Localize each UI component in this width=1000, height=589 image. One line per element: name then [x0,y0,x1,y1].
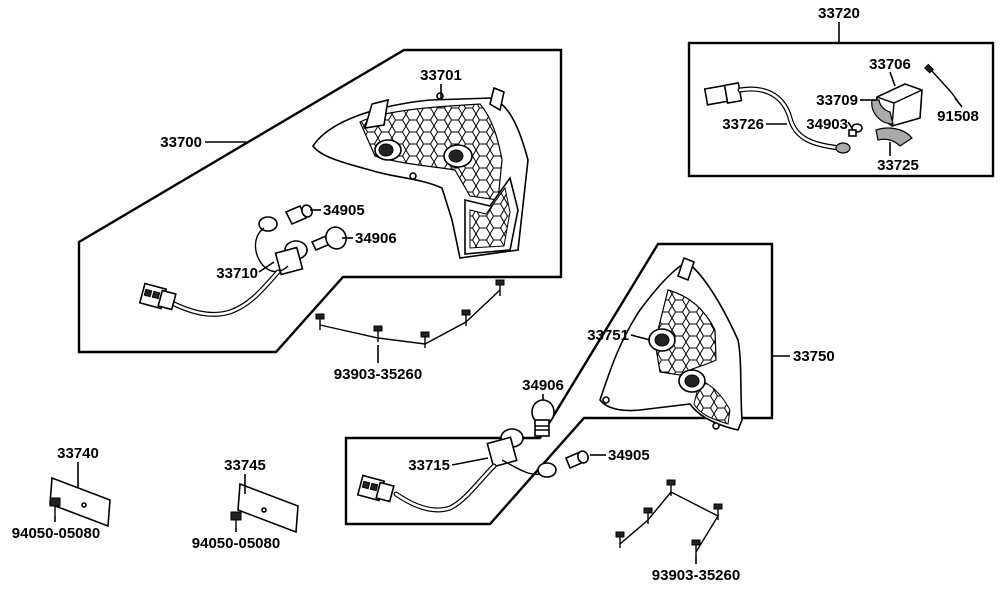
license-light-assembly-group [687,22,995,178]
leader-91508 [954,97,963,108]
label-33750: 33750 [793,348,835,365]
bulb-34905-top [284,204,313,226]
reflector-hole-right [261,507,267,513]
screws-93903-bottom-group [615,479,723,564]
label-91508: 91508 [937,108,979,125]
screw-91508 [924,63,952,93]
label-33740: 33740 [57,445,99,462]
screw-bottom-4 [713,503,723,520]
screw-bottom-5 [691,539,701,556]
leader-33706 [889,71,896,87]
label-93903-bottom: 93903-35260 [652,567,740,584]
right-turn-signal-frame [344,242,774,526]
label-34906-bottom: 34906 [522,377,564,394]
reflector-33745 [237,482,299,534]
screw-top-1 [315,313,325,330]
leader-33715 [451,457,489,466]
socket-harness-33715 [356,428,557,513]
screw-bottom-1 [666,479,676,496]
reflector-hole-left [81,502,87,508]
label-33715: 33715 [408,457,450,474]
label-94050-right: 94050-05080 [192,535,280,552]
label-34903: 34903 [806,116,848,133]
label-93903-top: 93903-35260 [334,366,422,383]
label-33700: 33700 [160,134,202,151]
right-lens-housing-33751 [599,256,743,431]
screw-top-4 [461,309,471,326]
label-33745: 33745 [224,457,266,474]
leader-33710 [258,261,275,273]
screw-top-2 [373,325,383,342]
screw-94050-left [49,497,61,516]
leader-34903 [847,121,853,129]
label-34906-top: 34906 [355,230,397,247]
part-number-labels: 33720 33706 33709 33726 34903 91508 3372… [12,5,979,584]
reflector-33740-group [49,462,111,528]
lamp-housing-33706 [871,83,923,127]
reflector-33740 [49,476,111,528]
label-94050-left: 94050-05080 [12,525,100,542]
left-turn-signal-frame [77,48,563,354]
label-34905-top: 34905 [323,202,365,219]
screw-bottom-3 [615,531,625,548]
bulb-34906-bottom [531,399,555,437]
screw-bottom-2 [643,507,653,524]
screw-top-3 [420,331,430,348]
license-light-harness [703,81,851,154]
leader-33751 [630,334,651,341]
reflector-33745-group [230,474,299,534]
bulb-34905-bottom [564,450,589,470]
screw-top-5 [495,279,505,296]
label-33701: 33701 [420,67,462,84]
license-light-frame [687,41,995,178]
left-lens-housing-33701 [312,86,529,259]
lens-33725 [875,127,913,147]
label-34905-bottom: 34905 [608,447,650,464]
right-turn-signal-group [344,242,790,526]
label-33720: 33720 [818,5,860,22]
left-turn-signal-group [77,48,563,354]
bulb-34903 [848,123,863,137]
label-33709: 33709 [816,92,858,109]
label-33725: 33725 [877,157,919,174]
screw-94050-right [230,511,242,528]
label-33710: 33710 [216,265,258,282]
label-33751: 33751 [587,327,629,344]
screws-93903-top-group [315,279,505,363]
label-33726: 33726 [722,116,764,133]
bulb-34906-top [310,226,347,252]
label-33706: 33706 [869,56,911,73]
socket-harness-33710 [138,216,308,317]
